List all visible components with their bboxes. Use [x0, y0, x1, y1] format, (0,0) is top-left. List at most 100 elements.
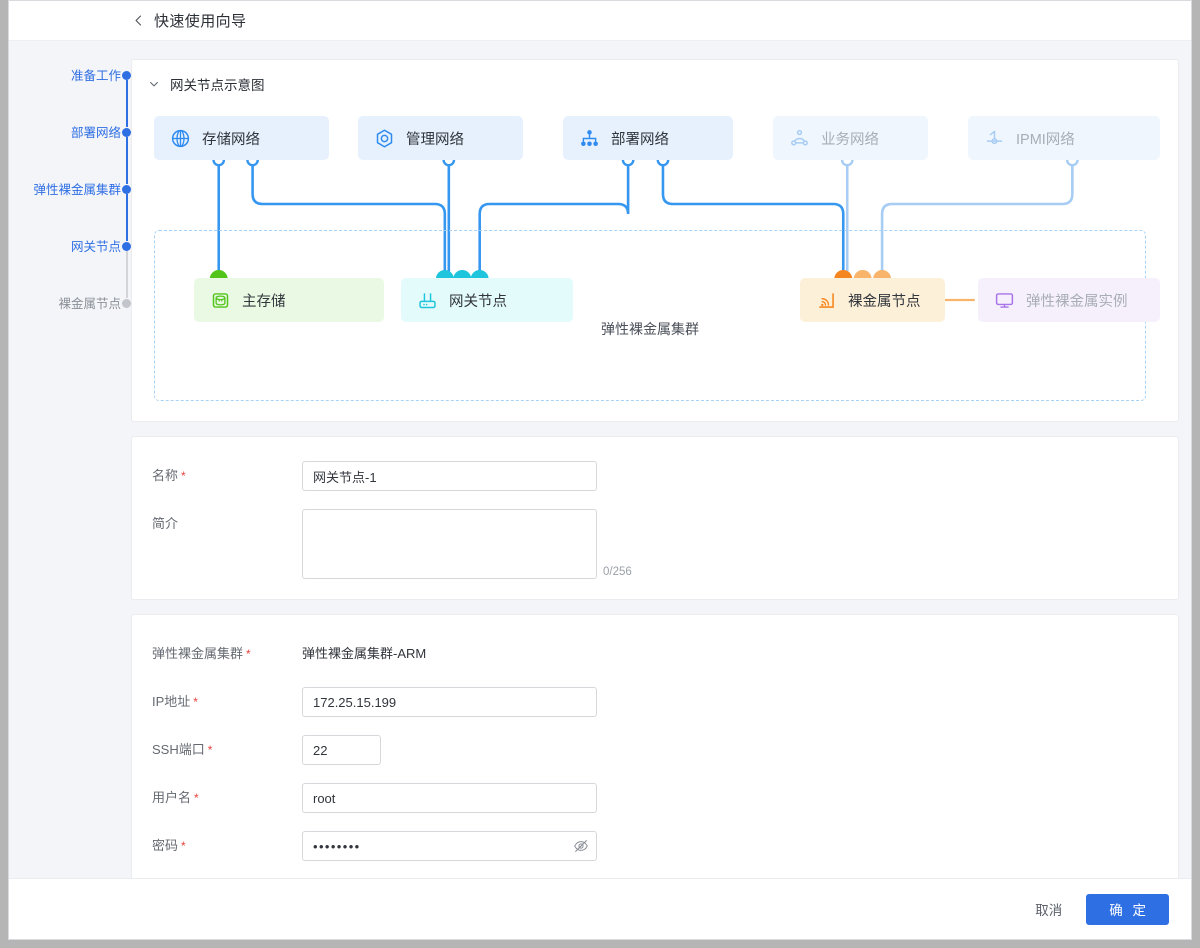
- network-node-deploy[interactable]: 部署网络: [563, 116, 733, 160]
- diagram-card: 网关节点示意图: [131, 59, 1179, 422]
- step-connector: [125, 137, 128, 184]
- cluster-label: 弹性裸金属集群*: [132, 639, 302, 669]
- field-row-ssh-port: SSH端口*: [132, 735, 1178, 765]
- target-icon: [376, 129, 393, 147]
- step-label: 准备工作: [70, 69, 121, 83]
- eye-off-icon[interactable]: [573, 838, 589, 854]
- field-row-description: 简介 0/256: [132, 509, 1178, 579]
- sidebar-item-bare-metal-node[interactable]: 裸金属节点: [9, 297, 131, 354]
- step-connector: [125, 194, 128, 241]
- resource-node-bare-metal[interactable]: 裸金属节点: [800, 278, 945, 322]
- cancel-button[interactable]: 取消: [1025, 894, 1072, 925]
- field-row-name: 名称*: [132, 461, 1178, 491]
- back-button[interactable]: [131, 14, 145, 28]
- resource-node-primary-storage[interactable]: 主存储: [194, 278, 384, 322]
- ip-input[interactable]: [302, 687, 597, 717]
- required-marker: *: [181, 469, 186, 483]
- username-label: 用户名*: [132, 783, 302, 813]
- ssh-port-label: SSH端口*: [132, 735, 302, 765]
- name-input[interactable]: [302, 461, 597, 491]
- description-label: 简介: [152, 516, 179, 531]
- monitor-icon: [995, 292, 1014, 308]
- char-counter: 0/256: [603, 566, 632, 578]
- resource-node-bare-metal-instance[interactable]: 弹性裸金属实例: [978, 278, 1160, 322]
- connection-info-card: 弹性裸金属集群* 弹性裸金属集群-ARM IP地址*: [131, 614, 1179, 878]
- sidebar-item-deploy-network[interactable]: 部署网络: [9, 126, 131, 184]
- network-node-storage[interactable]: 存储网络: [154, 116, 329, 160]
- wizard-body: 准备工作 部署网络 弹性裸金属集群 网关节点 裸金属节点: [9, 41, 1191, 878]
- step-dot: [122, 299, 131, 308]
- confirm-button[interactable]: 确 定: [1086, 893, 1169, 925]
- basic-info-card: 名称* 简介 0/256: [131, 436, 1179, 600]
- database-icon: [212, 292, 229, 308]
- wizard-main: 网关节点示意图: [131, 41, 1191, 878]
- required-marker: *: [193, 695, 198, 709]
- network-node-business[interactable]: 业务网络: [773, 116, 928, 160]
- required-marker: *: [246, 647, 251, 661]
- sidebar-item-gateway-node[interactable]: 网关节点: [9, 240, 131, 298]
- step-label: 部署网络: [70, 126, 121, 140]
- sidebar-item-prepare[interactable]: 准备工作: [9, 69, 131, 127]
- step-dot: [122, 71, 131, 80]
- ipmi-icon: [986, 130, 1003, 144]
- cloud-nodes-icon: [791, 129, 808, 146]
- field-row-username: 用户名*: [132, 783, 1178, 813]
- resource-node-label: 弹性裸金属实例: [1026, 293, 1128, 310]
- ip-label-text: IP地址: [152, 694, 191, 709]
- name-label: 名称*: [132, 461, 302, 491]
- field-row-cluster: 弹性裸金属集群* 弹性裸金属集群-ARM: [132, 639, 1178, 669]
- ssh-port-label-text: SSH端口: [152, 742, 205, 757]
- network-node-label: 业务网络: [821, 131, 879, 148]
- password-field-wrapper: [302, 831, 597, 861]
- diagram-collapse-toggle[interactable]: 网关节点示意图: [148, 74, 265, 94]
- name-label-text: 名称: [152, 468, 179, 483]
- resource-node-gateway[interactable]: 网关节点: [401, 278, 573, 322]
- network-node-label: 存储网络: [202, 131, 260, 148]
- step-dot: [122, 128, 131, 137]
- resource-node-label: 裸金属节点: [848, 293, 921, 310]
- network-node-ipmi[interactable]: IPMI网络: [968, 116, 1160, 160]
- description-textarea[interactable]: [302, 509, 597, 579]
- cluster-caption: 弹性裸金属集群: [601, 321, 699, 337]
- password-label-text: 密码: [152, 838, 179, 853]
- step-connector: [125, 80, 128, 127]
- wizard-steps: 准备工作 部署网络 弹性裸金属集群 网关节点 裸金属节点: [9, 41, 131, 878]
- resource-node-label: 网关节点: [449, 293, 507, 310]
- step-dot: [122, 242, 131, 251]
- network-node-label: IPMI网络: [1016, 131, 1075, 148]
- globe-icon: [171, 129, 190, 147]
- wizard-window: 快速使用向导 准备工作 部署网络 弹性裸金属集群 网关节点: [8, 0, 1192, 940]
- ip-label: IP地址*: [132, 687, 302, 717]
- ssh-port-input[interactable]: [302, 735, 381, 765]
- username-input[interactable]: [302, 783, 597, 813]
- step-label: 弹性裸金属集群: [33, 183, 121, 197]
- field-row-password: 密码*: [132, 831, 1178, 861]
- required-marker: *: [207, 743, 213, 757]
- resource-node-label: 主存储: [242, 293, 286, 310]
- required-marker: *: [194, 791, 199, 805]
- password-label: 密码*: [132, 831, 302, 861]
- step-label: 裸金属节点: [58, 297, 121, 311]
- sitemap-icon: [581, 129, 598, 146]
- cluster-label-text: 弹性裸金属集群: [152, 646, 244, 661]
- page-title: 快速使用向导: [154, 13, 247, 30]
- sidebar-item-bare-metal-cluster[interactable]: 弹性裸金属集群: [9, 183, 131, 241]
- network-node-management[interactable]: 管理网络: [358, 116, 523, 160]
- password-input[interactable]: [302, 831, 597, 861]
- network-node-label: 管理网络: [406, 131, 464, 148]
- window-titlebar: 快速使用向导: [9, 1, 1191, 41]
- router-icon: [419, 292, 436, 308]
- step-label: 网关节点: [70, 240, 121, 254]
- network-topology-diagram: 存储网络 管理网络: [148, 108, 1162, 403]
- username-label-text: 用户名: [152, 790, 192, 805]
- chevron-down-icon: [150, 82, 158, 87]
- signal-icon: [819, 292, 834, 308]
- diagram-section-title: 网关节点示意图: [170, 78, 265, 93]
- step-connector: [125, 251, 128, 298]
- step-dot: [122, 185, 131, 194]
- network-node-label: 部署网络: [611, 131, 669, 148]
- cluster-value: 弹性裸金属集群-ARM: [302, 646, 427, 661]
- field-row-ip: IP地址*: [132, 687, 1178, 717]
- required-marker: *: [181, 839, 186, 853]
- dialog-footer: 取消 确 定: [9, 878, 1191, 939]
